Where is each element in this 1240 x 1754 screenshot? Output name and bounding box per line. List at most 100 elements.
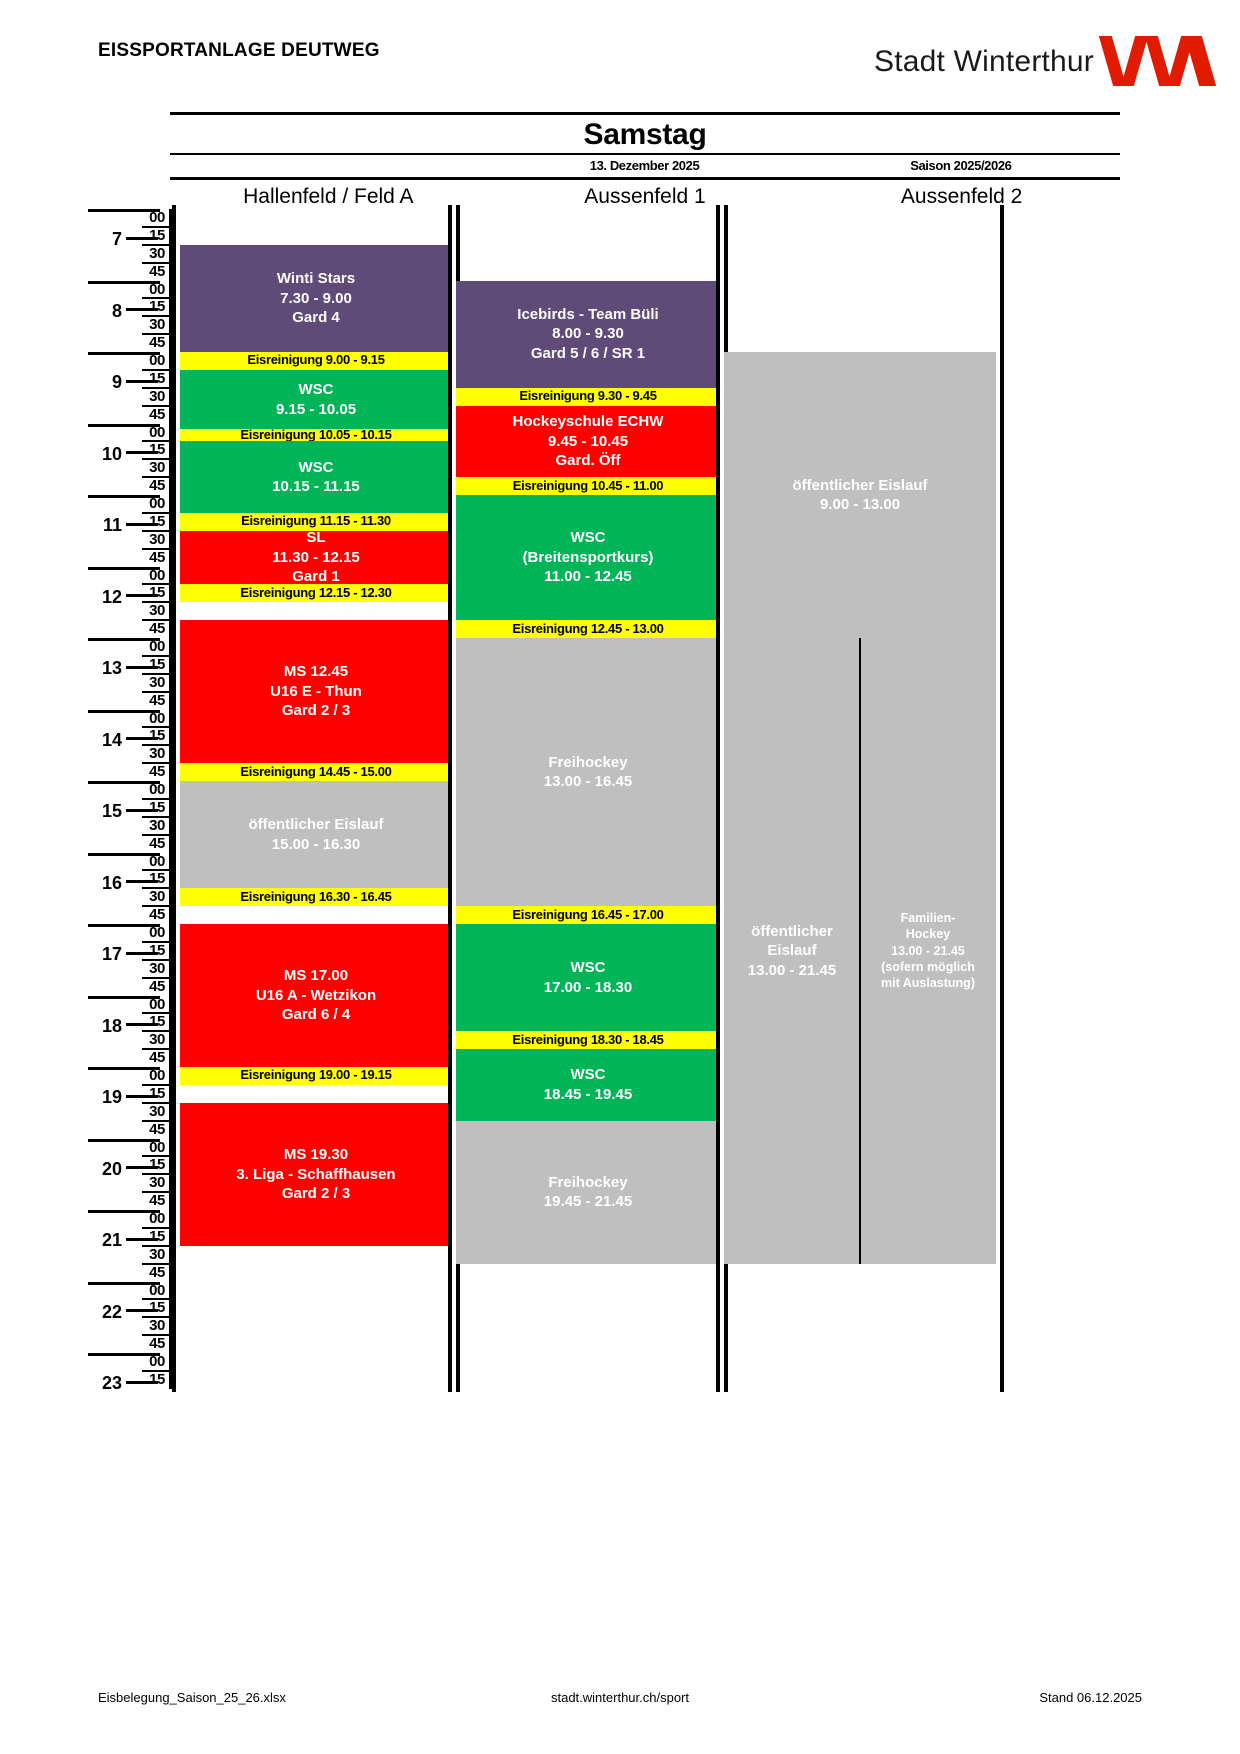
quarter-label: 45 <box>149 1120 165 1138</box>
event-line: Eisreinigung 10.05 - 10.15 <box>240 429 392 442</box>
hour-tick <box>126 1309 158 1313</box>
event-line: 18.45 - 19.45 <box>543 1085 633 1103</box>
quarter-label: 15 <box>149 1299 165 1317</box>
subtitle-row: 13. Dezember 2025 Saison 2025/2026 <box>170 155 1120 177</box>
event-line: WSC <box>298 381 334 399</box>
ice-cleaning-block: Eisreinigung 12.15 - 12.30 <box>180 584 452 603</box>
hour-tick <box>126 1094 158 1098</box>
event-line: 9.15 - 10.05 <box>275 400 357 418</box>
quarter-rule <box>142 529 172 532</box>
season-label: Saison 2025/2026 <box>910 158 1012 173</box>
hour-label-19: 19 <box>101 1087 122 1108</box>
footer-url[interactable]: stadt.winterthur.ch/sport <box>550 1690 689 1705</box>
quarter-rule <box>142 440 172 443</box>
quarter-label: 45 <box>149 477 165 495</box>
quarter-rule <box>142 476 172 479</box>
hour-label-22: 22 <box>101 1301 122 1322</box>
hour-label-14: 14 <box>101 729 122 750</box>
event-line: Freihockey <box>548 753 628 771</box>
quarter-label: 00 <box>149 995 165 1013</box>
hour-rule <box>88 638 160 641</box>
hour-label-12: 12 <box>101 586 122 607</box>
quarter-label: 15 <box>149 1227 165 1245</box>
hour-rule <box>88 495 160 498</box>
hour-label-9: 9 <box>111 372 122 393</box>
event-line: 9.00 - 13.00 <box>819 496 901 513</box>
hour-rule <box>88 280 160 284</box>
hour-rule <box>88 1353 160 1356</box>
quarter-label: 30 <box>149 1174 165 1192</box>
event-line: WSC <box>570 529 606 547</box>
hour-label-18: 18 <box>101 1015 122 1036</box>
ice-cleaning-block: Eisreinigung 10.05 - 10.15 <box>180 429 452 442</box>
brand-lockup: Stadt Winterthur <box>874 34 1217 90</box>
quarter-label: 00 <box>149 495 165 512</box>
field-header-hallenfeld: Hallenfeld / Feld A <box>243 184 414 208</box>
event-line: 11.00 - 12.45 <box>544 568 632 586</box>
event-line: 15.00 - 16.30 <box>271 835 361 853</box>
event-line: Familien- <box>900 911 956 926</box>
quarter-rule <box>142 1173 172 1176</box>
quarter-label: 00 <box>149 352 165 369</box>
quarter-rule <box>142 815 172 818</box>
quarter-rule <box>142 1369 172 1372</box>
quarter-rule <box>142 1316 172 1319</box>
quarter-label: 30 <box>149 530 165 548</box>
quarter-rule <box>142 672 172 675</box>
hour-tick <box>126 1380 158 1384</box>
schedule-date: 13. Dezember 2025 <box>589 158 700 173</box>
schedule-event-block: öffentlicher Eislauf 9.00 - 13.00 <box>724 352 996 638</box>
quarter-label: 45 <box>149 548 165 566</box>
event-line: 13.00 - 21.45 <box>891 943 965 958</box>
event-line: Eisreinigung 12.15 - 12.30 <box>240 584 392 600</box>
hour-rule <box>88 995 160 999</box>
quarter-rule <box>142 1083 172 1086</box>
quarter-label: 45 <box>149 620 165 638</box>
quarter-rule <box>142 1119 172 1122</box>
quarter-rule <box>142 1012 172 1015</box>
hour-label-15: 15 <box>101 801 122 822</box>
event-line: öffentlicher Eislauf <box>792 476 928 494</box>
quarter-rule <box>142 243 172 246</box>
ice-cleaning-block: Eisreinigung 11.15 - 11.30 <box>180 512 452 531</box>
event-line: MS 17.00 <box>283 967 349 985</box>
ice-cleaning-block: Eisreinigung 18.30 - 18.45 <box>456 1031 720 1050</box>
quarter-rule <box>142 1226 172 1229</box>
quarter-label: 00 <box>149 638 165 655</box>
quarter-label: 30 <box>149 459 165 477</box>
hour-rule <box>88 781 160 784</box>
event-line: Gard 4 <box>292 309 340 327</box>
event-line: Gard 5 / 6 / SR 1 <box>530 344 646 362</box>
quarter-rule <box>142 315 172 318</box>
quarter-label: 30 <box>149 1245 165 1263</box>
event-line: Gard 2 / 3 <box>281 702 351 720</box>
hour-label-11: 11 <box>102 515 122 536</box>
hour-tick <box>126 665 158 669</box>
quarter-label: 15 <box>149 1084 165 1102</box>
column-rail-left <box>716 205 720 1393</box>
event-line: MS 19.30 <box>283 1146 349 1163</box>
quarter-rule <box>142 225 172 228</box>
hour-rule <box>88 924 160 927</box>
event-line: Gard 1 <box>292 568 340 585</box>
event-line: Eisreinigung 14.45 - 15.00 <box>240 763 392 779</box>
page-header: EISSPORTANLAGE DEUTWEG Stadt Winterthur <box>0 0 1240 110</box>
quarter-rule <box>142 368 172 371</box>
event-line: öffentlicher <box>751 922 833 940</box>
quarter-rule <box>142 404 172 407</box>
quarter-label: 30 <box>149 673 165 691</box>
quarter-rule <box>142 333 172 336</box>
